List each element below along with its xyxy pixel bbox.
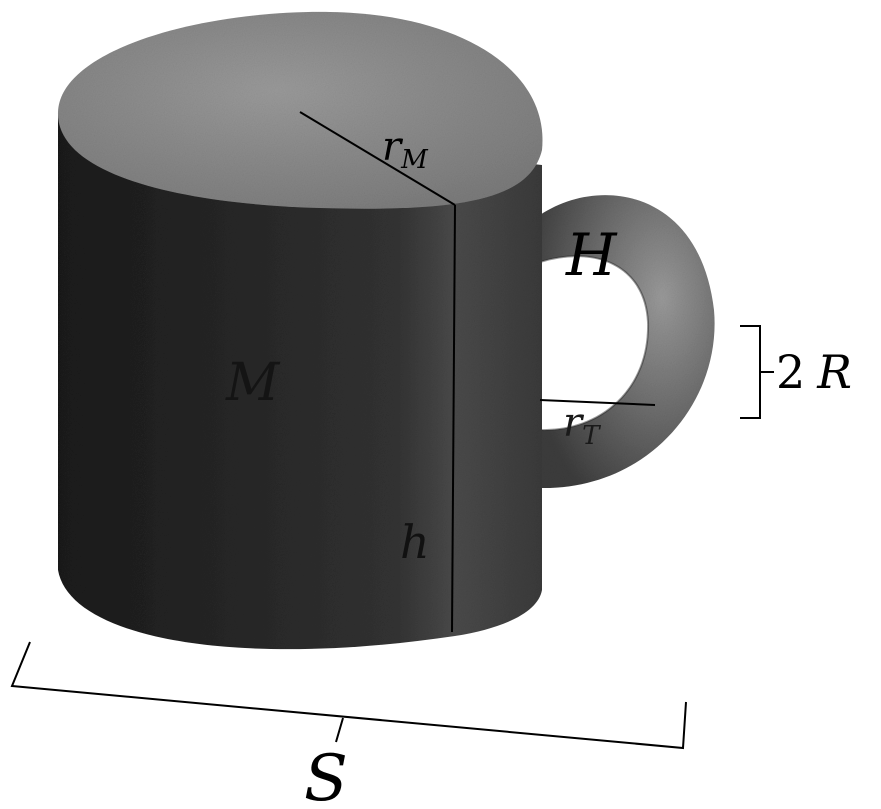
torus-radius-line [539, 399, 656, 406]
handle-label: H [565, 221, 618, 289]
thickness-bracket [740, 325, 761, 419]
torus-radius-label: rT [563, 400, 601, 451]
handle-torus [539, 195, 715, 489]
height-label: h [400, 515, 430, 569]
mug-top-face [57, 11, 543, 209]
size-bracket-tick [335, 717, 344, 743]
mug-body [58, 112, 542, 650]
height-line [451, 204, 456, 633]
mug-body-label: M [225, 353, 281, 413]
size-bracket [10, 641, 687, 750]
size-label: S [304, 742, 348, 809]
mug-radius-label: rM [382, 124, 429, 175]
radius-line [299, 111, 456, 206]
